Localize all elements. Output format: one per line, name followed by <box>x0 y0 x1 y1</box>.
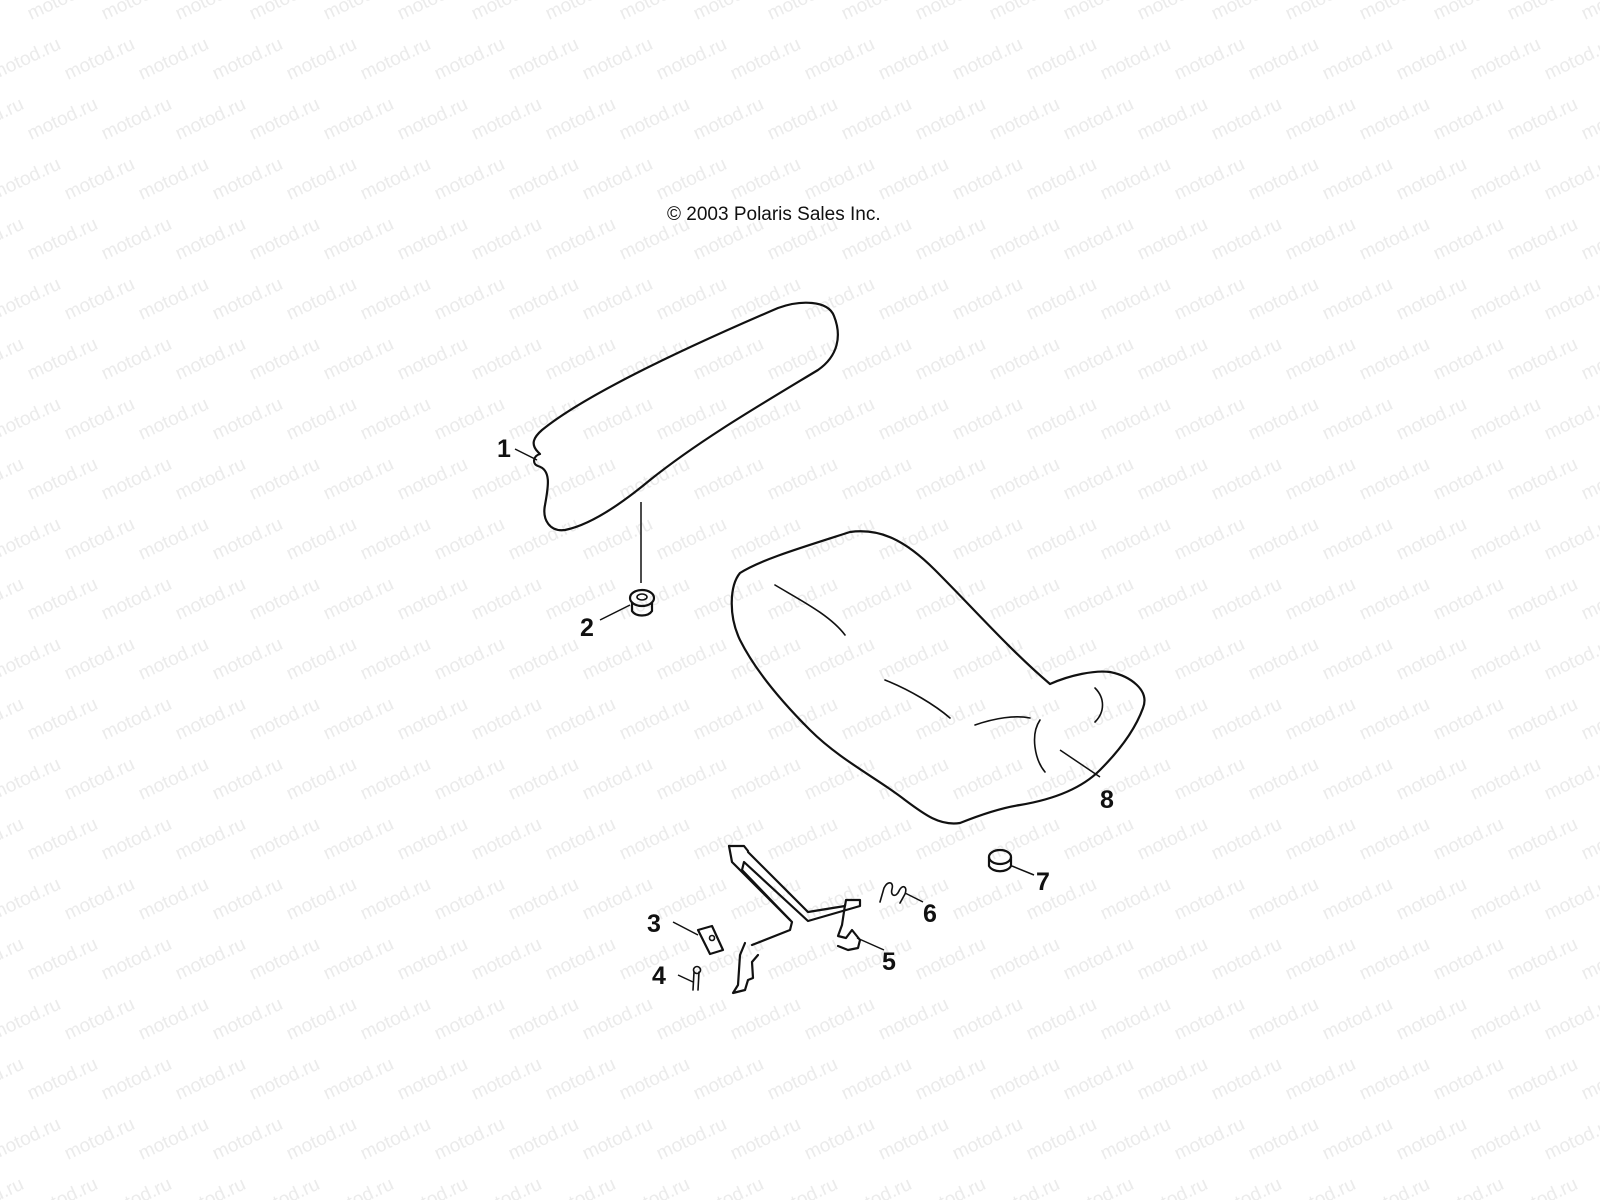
callout-3: 3 <box>647 910 661 938</box>
latch-plate-icon[interactable] <box>696 924 725 956</box>
seat-icon[interactable] <box>730 530 1146 825</box>
leader-1 <box>514 448 538 461</box>
callout-4: 4 <box>652 962 666 990</box>
callout-8: 8 <box>1100 786 1114 814</box>
spring-icon[interactable] <box>879 882 907 904</box>
pin-icon[interactable] <box>692 965 702 991</box>
rear-seat-pad-icon[interactable] <box>532 301 839 532</box>
copyright-text: © 2003 Polaris Sales Inc. <box>667 204 881 225</box>
callout-5: 5 <box>882 948 896 976</box>
leader-8 <box>1059 749 1101 778</box>
grommet-icon[interactable] <box>628 588 656 617</box>
leader-2 <box>599 604 631 621</box>
leader-5 <box>856 937 885 951</box>
leader-7 <box>1011 865 1035 876</box>
leader-4 <box>677 974 694 983</box>
leader-3 <box>672 921 699 936</box>
bumper-icon[interactable] <box>987 848 1013 873</box>
callout-6: 6 <box>923 900 937 928</box>
callout-7: 7 <box>1036 868 1050 896</box>
latch-hook-icon[interactable] <box>727 844 862 995</box>
callout-2: 2 <box>580 614 594 642</box>
callout-1: 1 <box>497 435 511 463</box>
leader-6 <box>904 892 924 903</box>
